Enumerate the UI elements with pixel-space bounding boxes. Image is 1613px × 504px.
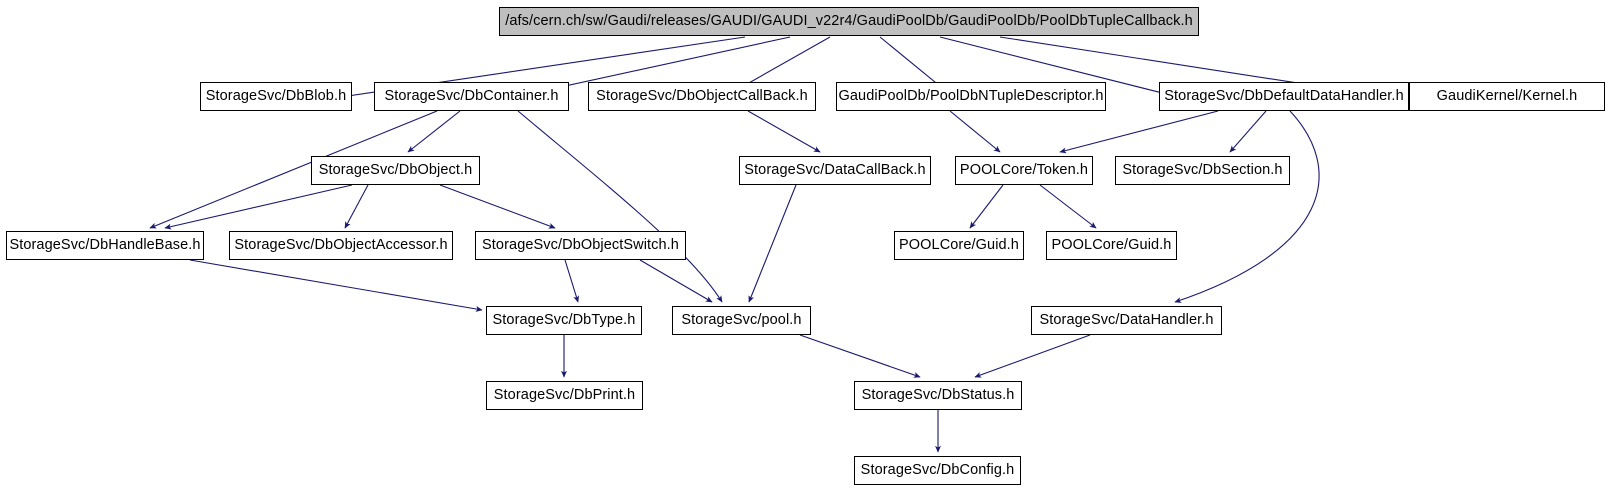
graph-node-label: GaudiPoolDb/PoolDbNTupleDescriptor.h [838,88,1104,105]
graph-node-gaudikernel[interactable]: GaudiKernel/Kernel.h [1409,82,1605,111]
graph-node-dbobject[interactable]: StorageSvc/DbObject.h [311,156,480,185]
graph-node-label: StorageSvc/pool.h [681,312,802,329]
graph-node-token[interactable]: POOLCore/Token.h [955,156,1093,185]
graph-node-label: GaudiKernel/Kernel.h [1436,88,1578,105]
graph-edge-datacallback-to-pool [748,184,797,303]
graph-node-label: StorageSvc/DbObjectCallBack.h [596,88,808,105]
graph-node-label: StorageSvc/DbBlob.h [205,88,347,105]
graph-node-guid1[interactable]: POOLCore/Guid.h [894,231,1024,260]
graph-node-dbcontainer[interactable]: StorageSvc/DbContainer.h [374,82,569,111]
graph-node-root[interactable]: /afs/cern.ch/sw/Gaudi/releases/GAUDI/GAU… [499,7,1199,36]
graph-node-label: StorageSvc/DbDefaultDataHandler.h [1164,88,1404,105]
graph-edge-datahandler-to-dbstatus [974,334,1091,378]
graph-node-dbblob[interactable]: StorageSvc/DbBlob.h [200,82,352,111]
graph-node-pooldbntupledesc[interactable]: GaudiPoolDb/PoolDbNTupleDescriptor.h [836,82,1106,111]
graph-edge-dbcontainer-to-dbhandlebase [149,110,438,229]
graph-node-label: StorageSvc/DbObjectAccessor.h [234,237,448,254]
graph-node-label: StorageSvc/DbPrint.h [493,387,636,404]
graph-edge-dbobjectswitch-to-pool [639,259,713,303]
graph-node-label: StorageSvc/DataCallBack.h [744,162,926,179]
graph-node-dbdefaultdatahandler[interactable]: StorageSvc/DbDefaultDataHandler.h [1159,82,1409,111]
graph-node-label: POOLCore/Guid.h [899,237,1019,254]
graph-node-label: StorageSvc/DbSection.h [1122,162,1283,179]
graph-edge-pooldbntupledesc-to-token [949,110,1001,153]
graph-node-datahandler[interactable]: StorageSvc/DataHandler.h [1031,306,1222,335]
graph-node-dbprint[interactable]: StorageSvc/DbPrint.h [486,381,643,410]
graph-edge-dbdefaultdatahandler-to-token [1059,110,1219,154]
graph-node-label: POOLCore/Guid.h [1051,237,1172,254]
graph-edge-dbobject-to-dbhandlebase [164,184,353,230]
graph-node-label: StorageSvc/DataHandler.h [1039,312,1214,329]
graph-node-dbconfig[interactable]: StorageSvc/DbConfig.h [854,456,1021,485]
graph-edge-dbdefaultdatahandler-to-dbsection [1229,110,1267,153]
graph-edge-dbobject-to-dbobjectswitch [439,184,556,229]
graph-edge-token-to-guid2 [1039,184,1097,229]
graph-node-dbstatus[interactable]: StorageSvc/DbStatus.h [854,381,1022,410]
graph-node-datacallback[interactable]: StorageSvc/DataCallBack.h [739,156,931,185]
graph-edge-dbcontainer-to-dbobject [407,110,461,153]
graph-node-pool[interactable]: StorageSvc/pool.h [672,306,811,335]
graph-edge-dbcontainer-to-pool [517,110,723,303]
graph-node-label: StorageSvc/DbContainer.h [384,88,559,105]
graph-edge-dbobjectcallback-to-datacallback [747,110,821,153]
graph-node-dbhandlebase[interactable]: StorageSvc/DbHandleBase.h [6,231,204,260]
graph-node-label: StorageSvc/DbObject.h [318,162,473,179]
graph-edge-dbobject-to-dbobjectaccessor [344,184,369,229]
graph-node-label: POOLCore/Token.h [959,162,1089,179]
graph-node-dbtype[interactable]: StorageSvc/DbType.h [486,306,642,335]
graph-edge-root-to-dbblob [286,36,746,108]
graph-node-dbsection[interactable]: StorageSvc/DbSection.h [1115,156,1290,185]
graph-edge-dbobjectswitch-to-dbtype [564,259,580,303]
graph-node-label: StorageSvc/DbType.h [492,312,636,329]
graph-node-label: StorageSvc/DbConfig.h [860,462,1015,479]
graph-node-label: StorageSvc/DbHandleBase.h [9,237,201,254]
graph-edge-pool-to-dbstatus [799,334,921,378]
graph-node-label: /afs/cern.ch/sw/Gaudi/releases/GAUDI/GAU… [505,13,1193,30]
graph-edge-dbdefaultdatahandler-to-datahandler [1174,110,1320,303]
edges-group [149,36,1441,453]
graph-node-dbobjectaccessor[interactable]: StorageSvc/DbObjectAccessor.h [229,231,453,260]
graph-node-label: StorageSvc/DbObjectSwitch.h [482,237,679,254]
graph-node-dbobjectcallback[interactable]: StorageSvc/DbObjectCallBack.h [588,82,816,111]
graph-node-dbobjectswitch[interactable]: StorageSvc/DbObjectSwitch.h [475,231,686,260]
graph-node-guid2[interactable]: POOLCore/Guid.h [1046,231,1177,260]
graph-edge-dbhandlebase-to-dbtype [189,259,483,312]
graph-node-label: StorageSvc/DbStatus.h [861,387,1015,404]
graph-edge-token-to-guid1 [969,184,1004,229]
